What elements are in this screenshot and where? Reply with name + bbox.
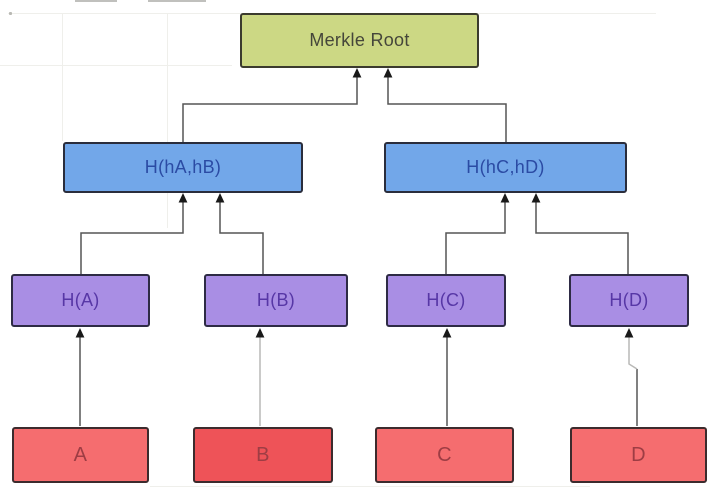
arrowhead-into-hab — [215, 193, 225, 203]
edge-hcd-root — [387, 77, 507, 142]
edge-hd-hcd — [535, 202, 629, 274]
node-block-b: B — [193, 427, 333, 483]
node-block-c-label: C — [437, 443, 452, 466]
edge-hc-hcd — [445, 202, 506, 274]
edge-hb-hab — [219, 202, 264, 274]
faint-gridline-horizontal — [150, 486, 590, 487]
node-h-hahb-label: H(hA,hB) — [144, 157, 222, 177]
faint-gridline-vertical — [167, 13, 168, 228]
edge-d-hd-upper-jog — [628, 337, 638, 370]
arrowhead-into-hb — [255, 328, 265, 338]
top-edge-smudge — [148, 0, 206, 2]
arrowhead-into-root — [383, 68, 393, 78]
node-h-c: H(C) — [386, 274, 506, 327]
arrowhead-into-hcd — [531, 193, 541, 203]
node-block-d-label: D — [631, 443, 646, 466]
node-block-c: C — [375, 427, 514, 483]
arrowhead-into-hc — [442, 328, 452, 338]
arrowhead-into-root — [352, 68, 362, 78]
node-block-b-label: B — [256, 443, 270, 466]
arrowhead-into-hcd — [500, 193, 510, 203]
node-h-b-label: H(B) — [256, 290, 296, 310]
stray-dot-artifact — [9, 12, 12, 15]
top-edge-smudge — [75, 0, 117, 2]
node-merkle-root: Merkle Root — [240, 13, 479, 68]
node-h-a-label: H(A) — [61, 290, 100, 310]
faint-gridline-vertical — [62, 13, 63, 141]
node-block-a-label: A — [73, 443, 88, 466]
node-h-hchd: H(hC,hD) — [384, 142, 627, 193]
node-block-a: A — [12, 427, 149, 483]
arrowhead-into-ha — [75, 328, 85, 338]
faint-gridline-horizontal — [0, 65, 232, 66]
node-h-a: H(A) — [11, 274, 150, 327]
node-h-b: H(B) — [204, 274, 348, 327]
edge-hab-root — [182, 77, 358, 142]
node-h-d: H(D) — [569, 274, 689, 327]
node-h-hchd-label: H(hC,hD) — [466, 157, 545, 177]
node-block-d: D — [570, 427, 707, 483]
arrowhead-into-hd — [624, 328, 634, 338]
node-h-hahb: H(hA,hB) — [63, 142, 303, 193]
node-merkle-root-label: Merkle Root — [309, 30, 410, 50]
arrowhead-into-hab — [178, 193, 188, 203]
node-h-c-label: H(C) — [426, 290, 466, 310]
node-h-d-label: H(D) — [609, 290, 649, 310]
